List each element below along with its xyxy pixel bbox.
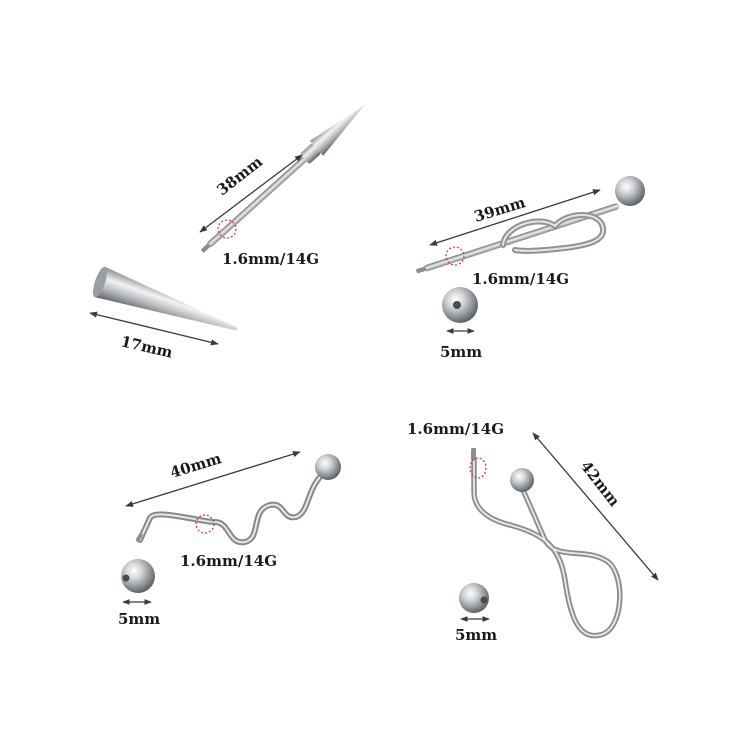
gauge-label-3: 1.6mm/14G	[180, 552, 277, 570]
heart-barbell-ball	[615, 176, 645, 206]
length-dimension-line-1	[199, 154, 303, 233]
gauge-marker-2	[445, 246, 465, 266]
length-dimension-line-3	[125, 451, 301, 507]
spike-length-label: 17mm	[119, 332, 174, 361]
wave-barbell-ball	[315, 454, 341, 480]
heart-wire	[500, 212, 607, 254]
gauge-label-1: 1.6mm/14G	[222, 250, 319, 268]
length-dimension-line-2	[429, 189, 601, 246]
spike-barbell-group: 38mm 1.6mm/14G 17mm	[89, 105, 365, 362]
length-label-2: 39mm	[472, 193, 528, 226]
length-dimension-line-4	[532, 432, 659, 581]
loose-ball-4	[459, 583, 489, 613]
length-label-4: 42mm	[577, 457, 624, 510]
spike-dimension-line	[89, 311, 219, 346]
length-label-3: 40mm	[168, 449, 224, 482]
ball-size-label-4: 5mm	[455, 626, 497, 644]
heart-barbell-group: 39mm 1.6mm/14G 5mm	[416, 176, 645, 361]
ball-size-label-2: 5mm	[440, 343, 482, 361]
loose-ball-3	[121, 559, 155, 593]
gauge-marker-3	[195, 514, 215, 534]
length-label-1: 38mm	[213, 152, 266, 199]
gauge-label-2: 1.6mm/14G	[472, 270, 569, 288]
wave-wire	[137, 469, 328, 546]
wave-barbell-group: 40mm 1.6mm/14G 5mm	[118, 449, 341, 628]
gauge-marker-4	[469, 457, 487, 479]
spiral-barbell-group: 42mm 1.6mm/14G 5mm	[407, 420, 659, 644]
gauge-label-4: 1.6mm/14G	[407, 420, 504, 438]
detached-spike	[92, 266, 238, 331]
spiral-barbell-ball	[510, 468, 534, 492]
ball-size-label-3: 5mm	[118, 610, 160, 628]
